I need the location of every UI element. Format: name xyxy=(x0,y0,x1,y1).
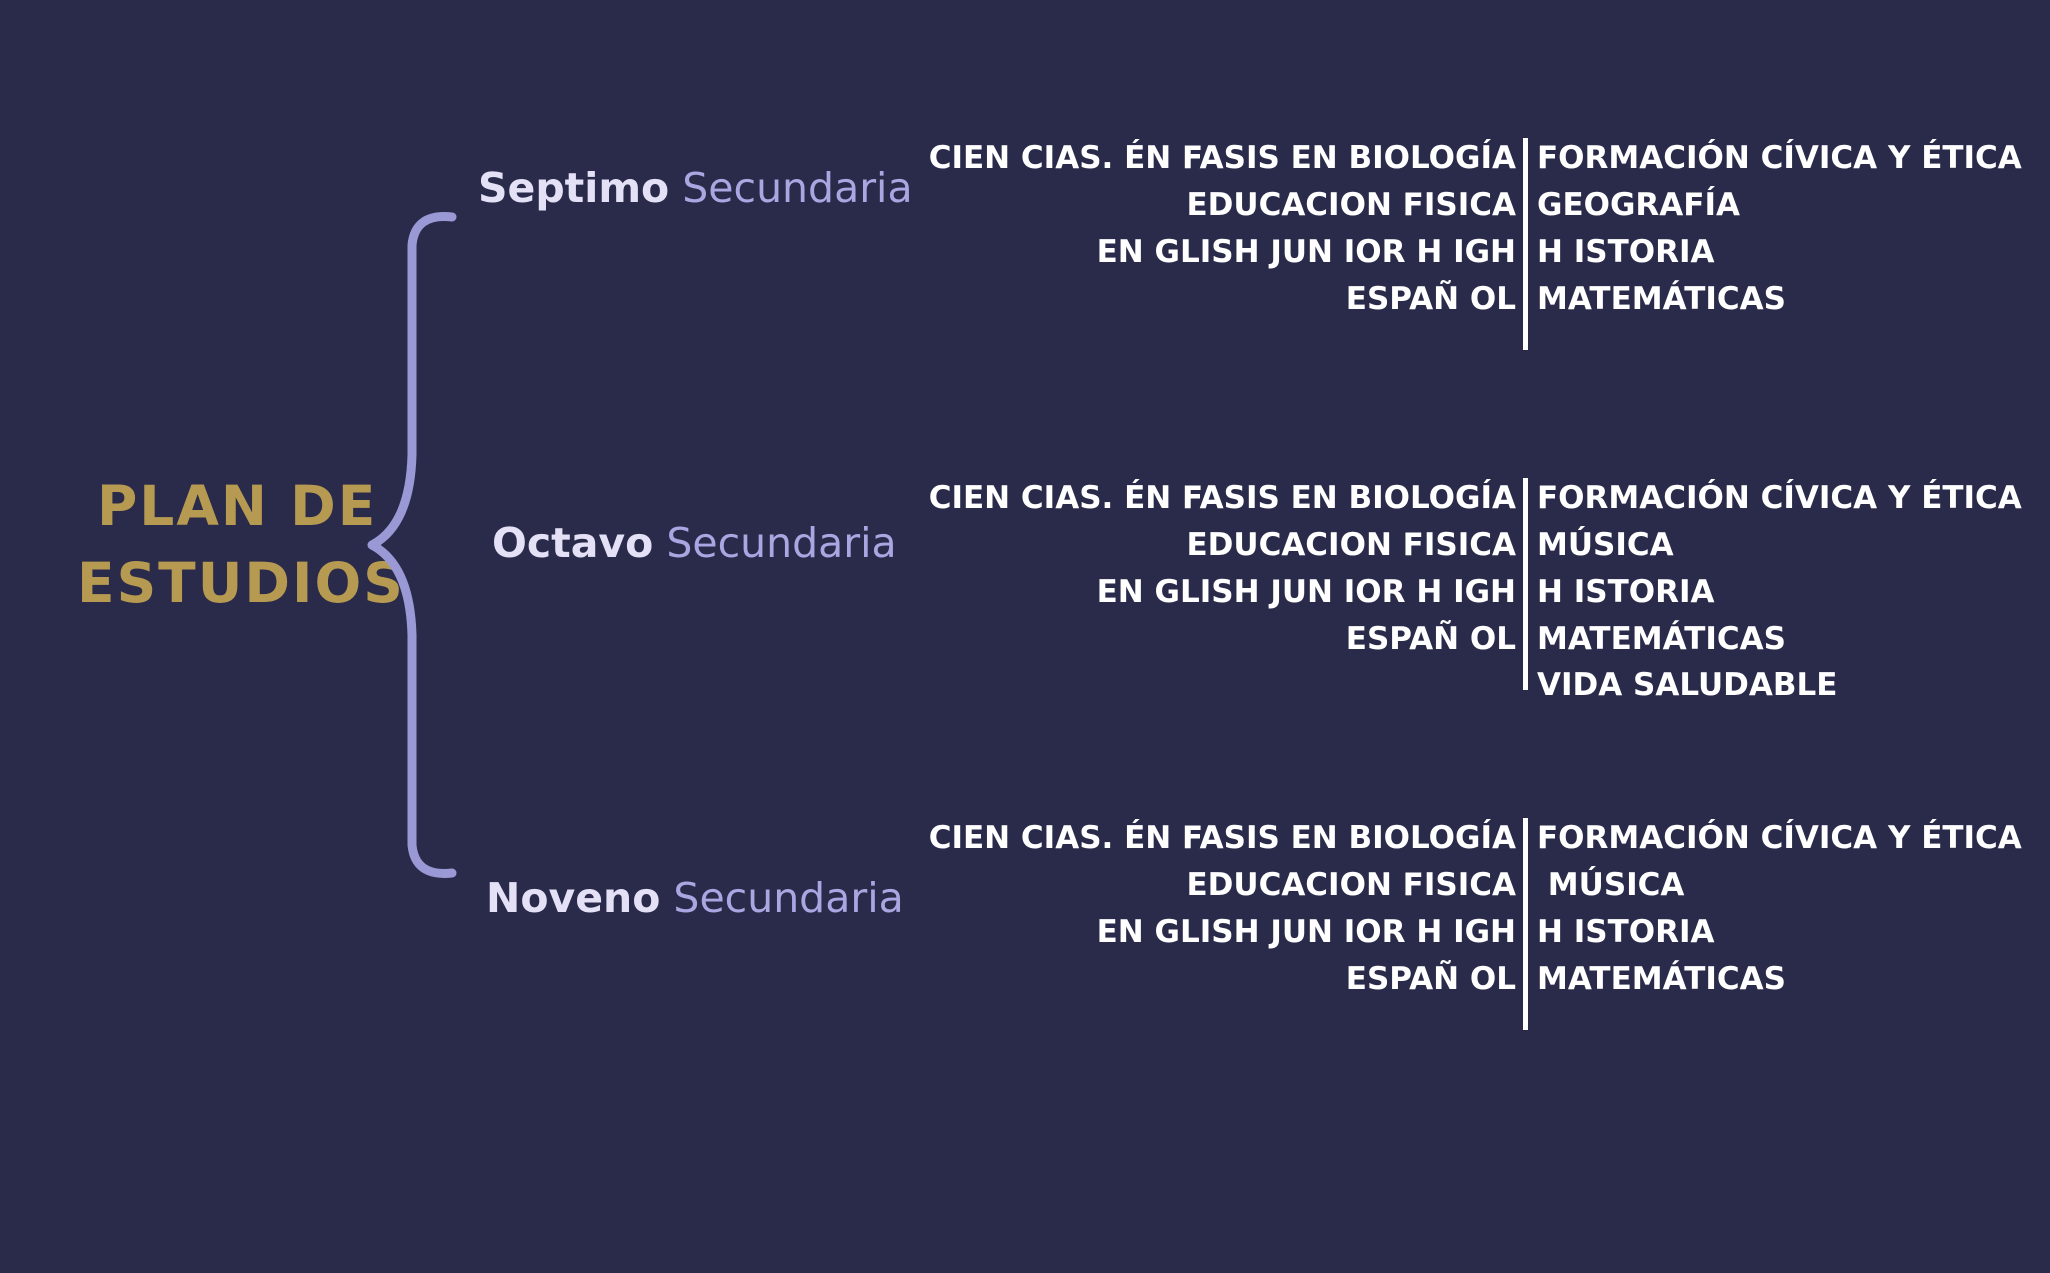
subject-item: EDUCACION FISICA xyxy=(1186,867,1516,903)
subject-item: EN GLISH JUN IOR H IGH xyxy=(1096,574,1516,610)
subject-item: MATEMÁTICAS xyxy=(1537,621,1786,657)
subject-item: ESPAÑ OL xyxy=(1345,281,1516,317)
title-line-2: ESTUDIOS xyxy=(77,551,405,615)
grade-label-septimo: Septimo Secundaria xyxy=(478,168,913,209)
subject-divider xyxy=(1523,138,1528,350)
title-line-1: PLAN DE xyxy=(97,474,378,538)
subject-item: MÚSICA xyxy=(1537,527,1674,563)
subject-divider xyxy=(1523,478,1528,690)
grade-name: Octavo xyxy=(492,519,654,567)
subject-item: EN GLISH JUN IOR H IGH xyxy=(1096,914,1516,950)
subject-item: EN GLISH JUN IOR H IGH xyxy=(1096,234,1516,270)
subject-item: FORMACIÓN CÍVICA Y ÉTICA xyxy=(1537,820,2022,856)
subject-item: H ISTORIA xyxy=(1537,574,1715,610)
grade-level: Secundaria xyxy=(682,164,913,212)
subject-item: ESPAÑ OL xyxy=(1345,961,1516,997)
curly-brace-icon xyxy=(367,212,457,878)
grade-level: Secundaria xyxy=(673,874,904,922)
subject-item: EDUCACION FISICA xyxy=(1186,187,1516,223)
subject-item: H ISTORIA xyxy=(1537,914,1715,950)
subject-item: EDUCACION FISICA xyxy=(1186,527,1516,563)
subject-item: MÚSICA xyxy=(1537,867,1685,903)
curly-brace-path xyxy=(367,212,457,878)
subject-item: GEOGRAFÍA xyxy=(1537,187,1740,223)
subject-item: FORMACIÓN CÍVICA Y ÉTICA xyxy=(1537,480,2022,516)
subject-item: FORMACIÓN CÍVICA Y ÉTICA xyxy=(1537,140,2022,176)
subject-item: MATEMÁTICAS xyxy=(1537,961,1786,997)
subject-item: VIDA SALUDABLE xyxy=(1537,667,1838,703)
subject-item: ESPAÑ OL xyxy=(1345,621,1516,657)
grade-label-octavo: Octavo Secundaria xyxy=(492,523,897,564)
subject-item: CIEN CIAS. ÉN FASIS EN BIOLOGÍA xyxy=(928,140,1516,176)
grade-name: Noveno xyxy=(486,874,661,922)
subject-item: MATEMÁTICAS xyxy=(1537,281,1786,317)
subject-item: CIEN CIAS. ÉN FASIS EN BIOLOGÍA xyxy=(928,480,1516,516)
subject-item: CIEN CIAS. ÉN FASIS EN BIOLOGÍA xyxy=(928,820,1516,856)
subject-item: H ISTORIA xyxy=(1537,234,1715,270)
subject-divider xyxy=(1523,818,1528,1030)
grade-level: Secundaria xyxy=(666,519,897,567)
grade-label-noveno: Noveno Secundaria xyxy=(486,878,904,919)
grade-name: Septimo xyxy=(478,164,670,212)
